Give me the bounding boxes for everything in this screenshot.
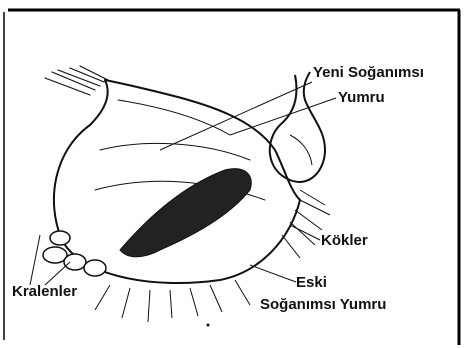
old-bulb-drawing xyxy=(45,66,300,283)
new-corm-label-line2: Yumru xyxy=(338,89,385,107)
stray-dot xyxy=(207,324,210,327)
cormels-label: Kralenler xyxy=(12,283,77,301)
roots-label: Kökler xyxy=(321,232,368,250)
cormels-drawing xyxy=(43,231,106,276)
old-corm-label-line1: Eski xyxy=(296,274,327,292)
old-corm-label-line2: Soğanımsı Yumru xyxy=(260,296,386,314)
new-corm-label-line1: Yeni Soğanımsı xyxy=(313,64,424,82)
